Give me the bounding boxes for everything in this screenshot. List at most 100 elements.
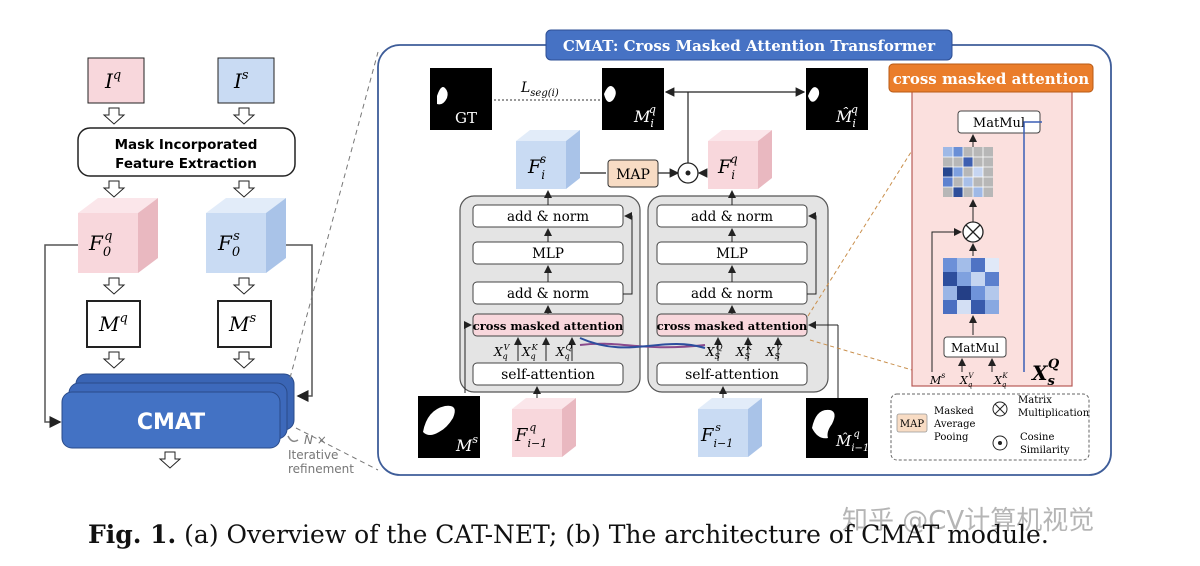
cmat-label: CMAT [137,410,205,435]
legend-cos-line2: Similarity [1020,445,1070,456]
feature-support-prev-label: Fi−1s [700,421,733,450]
legend-multiply-cross [994,403,1006,415]
caption-text: (a) Overview of the CAT-NET; (b) The arc… [176,520,1049,549]
legend-map-line3: Pooing [934,432,969,443]
cmat-block [61,391,281,449]
feature-extraction-box [77,127,296,177]
iteration-line1: Iterative [288,448,338,462]
zoom-connector-orange-top [807,89,951,317]
attention-detail: cross masked attention MatMul [888,63,1094,389]
feedback-support-line [286,244,313,402]
legend-frame [890,393,1090,461]
feature-query-label: F0q [88,229,113,260]
legend-map-box-label: MAP [900,419,924,430]
attention-title: cross masked attention [893,70,1089,88]
legend-map-line1: Masked [934,406,974,417]
support-cross-attention-label: cross masked attention [473,319,624,333]
zoom-connector-bottom [295,427,379,471]
coarse-mask-prev-shape [812,409,835,439]
watermark: 知乎 @CV计算机视觉 [842,506,1095,536]
down-arrow-icon [102,180,126,198]
xq-s-label: XSQ [705,343,723,361]
legend-matmul-line2: Multiplication [1018,408,1090,419]
legend-matmul-line1: Matrix [1018,395,1052,406]
support-add-norm-bottom-label: add & norm [507,286,589,302]
detail-xk-label: XqK [993,372,1008,389]
iteration-count: N × [304,433,327,447]
xq-q-label: XqQ [555,343,573,361]
query-self-attention-label: self-attention [685,367,779,383]
detail-ms-label: Ms [929,371,945,387]
feedback-query-line [44,244,78,428]
coarse-mask-prev-label: M̂i−1q [835,429,869,454]
matmul-bottom-box [943,336,1007,358]
query-mlp-label: MLP [716,246,748,262]
input-support-label: Is [233,68,249,93]
detail-xs-big-label: XsQ [1030,357,1060,389]
coarse-mask-label: M̂iq [835,103,858,130]
legend-map-line2: Average [933,419,976,430]
ground-truth-label: GT [455,109,477,127]
coarse-mask-shape [808,87,820,102]
left-overview: Iq Is Mask Incorporated Feature Extracti… [44,57,354,476]
xk-s-label: XSK [735,343,753,361]
cmat-title: CMAT: Cross Masked Attention Transformer [563,37,936,55]
zoom-connector-top [289,51,379,379]
feature-query-cube [78,198,158,273]
xv-s-label: XSV [765,343,783,361]
support-mlp-label: MLP [532,246,564,262]
down-arrow-icon [232,277,256,295]
legend-map-swatch [896,413,928,433]
figure-caption: Fig. 1. (a) Overview of the CAT-NET; (b)… [88,520,1049,549]
swap-curve-purple [579,342,706,349]
legend: MAP Masked Average Pooing Matrix Multipl… [890,393,1090,461]
down-arrow-icon [102,351,126,369]
down-arrow-icon [232,351,256,369]
input-query-label: Iq [104,68,121,93]
query-cross-attention-label: cross masked attention [657,319,808,333]
feature-support-prev-cube [698,398,762,457]
predicted-mask-label: Miq [633,103,656,130]
mask-support-label: Ms [228,311,256,336]
support-residual-line [623,212,633,295]
feature-extraction-line2: Feature Extraction [115,156,257,172]
feature-support-cube [206,198,286,273]
loss-label: Lseg(i) [520,80,559,99]
feature-query-i-label: Fiq [717,152,738,182]
predicted-mask-shape [604,86,616,102]
query-add-norm-top-label: add & norm [691,209,773,225]
feature-extraction-line1: Mask Incorporated [115,137,258,153]
down-arrow-icon [158,451,182,469]
detail-xv-label: XqV [959,372,974,389]
down-arrow-icon [232,107,256,125]
attention-title-bar [888,63,1094,93]
feature-query-prev-label: Fi−1q [514,421,547,450]
legend-cosine-dot [998,441,1002,445]
feature-query-prev-cube [512,398,576,457]
query-residual-line [807,212,817,295]
iteration-bracket-icon [287,435,299,443]
feature-support-i-cube [516,130,580,189]
xk-q-label: XqK [521,343,539,361]
support-mask-label: Ms [455,433,478,455]
feature-query-i-cube [708,130,772,189]
mask-query-label: Mq [98,311,128,336]
input-support-box [217,57,275,104]
attention-score-heatmap [943,258,999,314]
mask-query-box [86,300,141,348]
query-self-attention [656,362,808,386]
caption-fig-label: Fig. 1. [88,520,177,549]
xv-q-label: XqV [493,343,511,361]
cmat-title-bar [545,29,953,61]
support-mask-shape [423,405,455,435]
cosine-dot [685,170,691,176]
ms-to-multiply-line [931,228,962,372]
support-self-attention [472,362,624,386]
support-add-norm-top-label: add & norm [507,209,589,225]
feature-support-i-label: Fis [527,152,546,182]
attention-output-heatmap [943,147,993,197]
zoom-connector-orange-bottom [809,339,913,371]
feature-support-label: F0s [217,229,240,260]
matmul-bottom-label: MatMul [951,341,999,355]
